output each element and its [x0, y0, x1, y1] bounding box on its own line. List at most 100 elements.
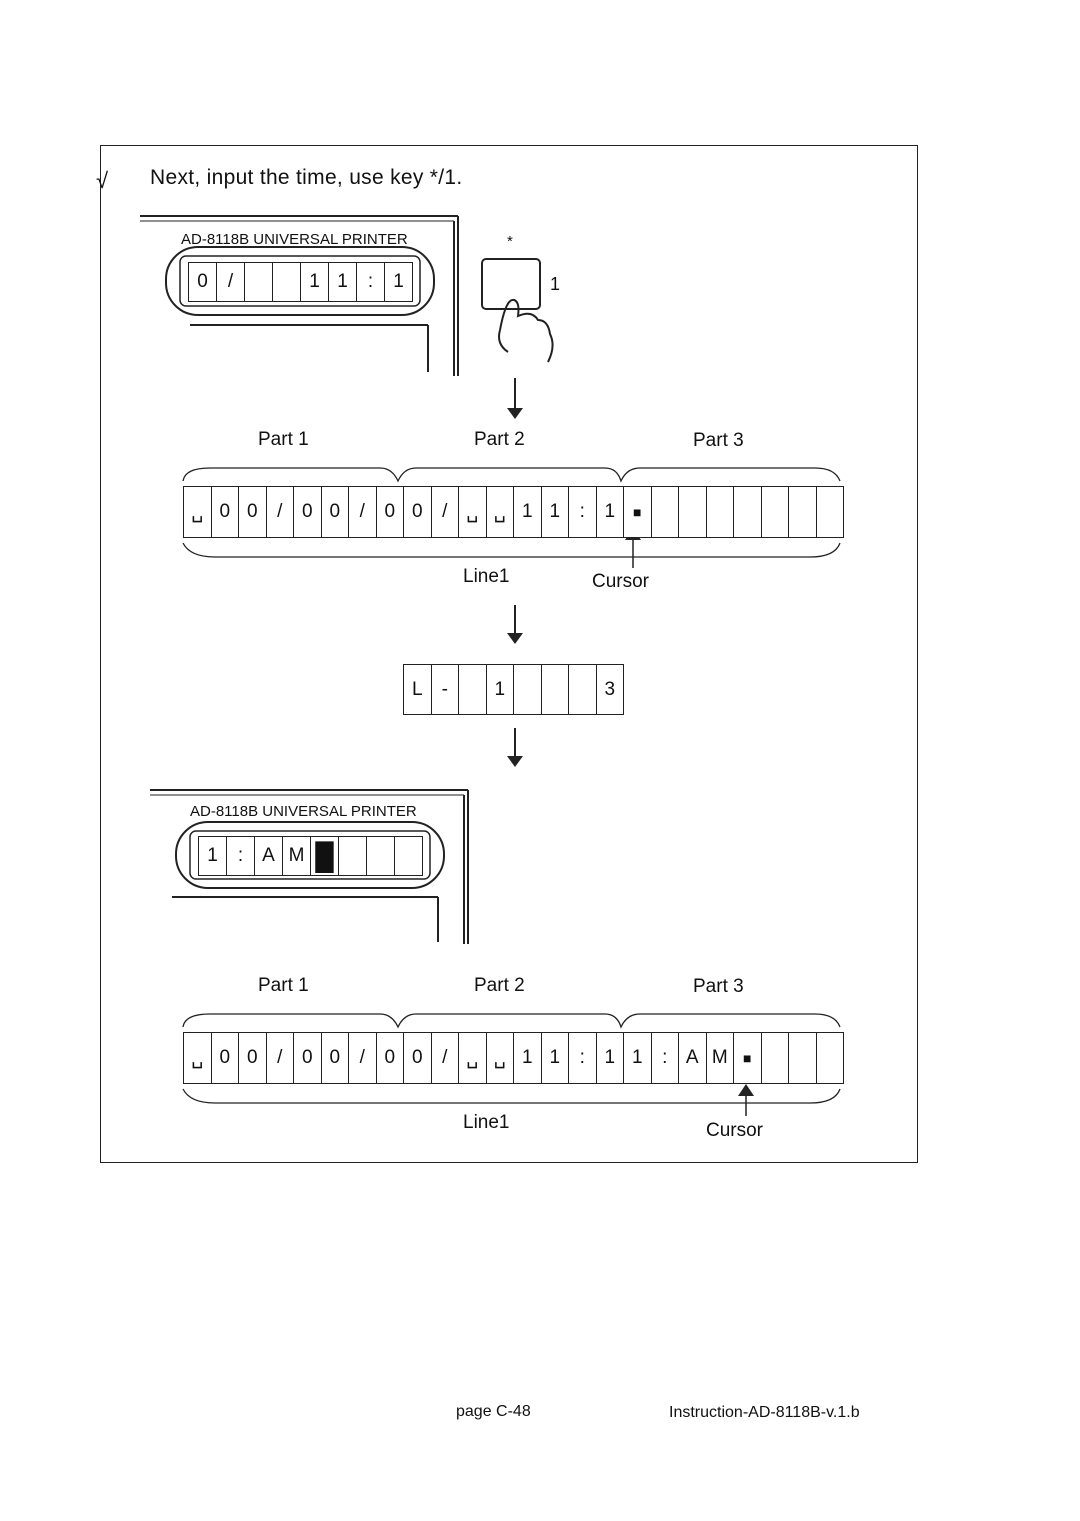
buffer1-line-label: Line1 — [463, 566, 510, 587]
buffer1-part-braces — [182, 467, 841, 483]
instruction-text: Next, input the time, use key */1. — [150, 166, 463, 189]
buffer1-cell: / — [348, 486, 377, 538]
buffer1-cell — [815, 486, 844, 538]
buffer2-part3-label: Part 3 — [693, 976, 744, 997]
document-id: Instruction-AD-8118B-v.1.b — [669, 1404, 860, 1421]
segment-cell — [513, 664, 542, 715]
buffer2-cell: : — [568, 1032, 597, 1084]
printer2-cell: A — [254, 836, 283, 876]
printer2-cell — [366, 836, 395, 876]
buffer1-cell: 1 — [595, 486, 624, 538]
buffer2-cell: A — [678, 1032, 707, 1084]
segment-cell: - — [430, 664, 459, 715]
buffer1-cell: 1 — [513, 486, 542, 538]
buffer1-cell: ␣ — [183, 486, 212, 538]
buffer1-cell: / — [265, 486, 294, 538]
buffer2-cell: 0 — [293, 1032, 322, 1084]
buffer2-cell: ␣ — [485, 1032, 514, 1084]
segment-cell: 1 — [485, 664, 514, 715]
printer1-display-bezel — [165, 246, 435, 316]
page-number: page C-48 — [456, 1403, 531, 1420]
printer1-cell: : — [356, 262, 385, 302]
printer1-cell — [272, 262, 301, 302]
key-star-label: * — [507, 233, 513, 250]
buffer2-cell: 0 — [210, 1032, 239, 1084]
buffer2-cell: ␣ — [458, 1032, 487, 1084]
buffer2-cell: 1 — [623, 1032, 652, 1084]
printer2-cell — [338, 836, 367, 876]
printer1-cell: 1 — [384, 262, 413, 302]
buffer2-cell: / — [265, 1032, 294, 1084]
buffer1-cell — [760, 486, 789, 538]
buffer2-cell: 0 — [238, 1032, 267, 1084]
buffer1-cell: 0 — [320, 486, 349, 538]
printer1-cell: 1 — [328, 262, 357, 302]
buffer2-cursor-label: Cursor — [706, 1120, 764, 1141]
buffer2-cell: 0 — [403, 1032, 432, 1084]
buffer2-cell — [815, 1032, 844, 1084]
buffer2-line-brace — [182, 1088, 841, 1104]
segment-cell: 3 — [595, 664, 624, 715]
buffer2-cell: M — [705, 1032, 734, 1084]
buffer1-cell: ■ — [623, 486, 652, 538]
buffer2-cell: / — [348, 1032, 377, 1084]
buffer1-cell — [733, 486, 762, 538]
printer2-display-window — [189, 830, 431, 880]
printer2-cell: █ — [310, 836, 339, 876]
buffer1-part3-label: Part 3 — [693, 430, 744, 451]
buffer2-part2-label: Part 2 — [474, 975, 525, 996]
printer2-cell: M — [282, 836, 311, 876]
buffer2-cell: 0 — [375, 1032, 404, 1084]
buffer1-cell — [705, 486, 734, 538]
buffer2-cell — [788, 1032, 817, 1084]
buffer2-cell: / — [430, 1032, 459, 1084]
buffer2-cell: 1 — [513, 1032, 542, 1084]
segment-cell — [540, 664, 569, 715]
pressing-finger — [499, 298, 554, 363]
buffer1-cursor-label: Cursor — [592, 571, 650, 592]
buffer2-part-braces — [182, 1013, 841, 1029]
buffer1-cell — [788, 486, 817, 538]
buffer1-cell: ␣ — [458, 486, 487, 538]
segment-cell — [458, 664, 487, 715]
printer2-cell: : — [226, 836, 255, 876]
key-one-label: 1 — [550, 274, 561, 294]
buffer2-cell: : — [650, 1032, 679, 1084]
buffer2-line-label: Line1 — [463, 1112, 510, 1133]
buffer1-part2-label: Part 2 — [474, 429, 525, 450]
printer1-title: AD-8118B UNIVERSAL PRINTER — [181, 231, 408, 248]
buffer2-cell: ■ — [733, 1032, 762, 1084]
buffer2-cell: 0 — [320, 1032, 349, 1084]
printer1-display-window — [179, 255, 421, 307]
buffer2-cell: ␣ — [183, 1032, 212, 1084]
buffer2-cell: 1 — [595, 1032, 624, 1084]
buffer2-part1-label: Part 1 — [258, 975, 309, 996]
segment-cell — [568, 664, 597, 715]
printer1-cell: 0 — [188, 262, 217, 302]
printer2-cell: 1 — [198, 836, 227, 876]
buffer1-cell: / — [430, 486, 459, 538]
buffer1-cell — [650, 486, 679, 538]
buffer1-cell: 0 — [403, 486, 432, 538]
buffer1-cell: 1 — [540, 486, 569, 538]
printer1-cell — [244, 262, 273, 302]
printer2-title: AD-8118B UNIVERSAL PRINTER — [190, 803, 417, 820]
content-frame — [100, 145, 918, 1163]
printer1-cell: 1 — [300, 262, 329, 302]
key-outline — [481, 258, 541, 310]
buffer1-cell: 0 — [375, 486, 404, 538]
buffer1-cell: 0 — [238, 486, 267, 538]
buffer1-cell: ␣ — [485, 486, 514, 538]
printer2-display-bezel — [175, 821, 445, 889]
buffer1-cell: 0 — [210, 486, 239, 538]
buffer1-cell — [678, 486, 707, 538]
buffer1-line-brace — [182, 542, 841, 558]
buffer2-cell: 1 — [540, 1032, 569, 1084]
buffer2-cell — [760, 1032, 789, 1084]
buffer1-cell: 0 — [293, 486, 322, 538]
printer2-cell — [394, 836, 423, 876]
buffer1-cell: : — [568, 486, 597, 538]
buffer1-part1-label: Part 1 — [258, 429, 309, 450]
printer1-cell: / — [216, 262, 245, 302]
